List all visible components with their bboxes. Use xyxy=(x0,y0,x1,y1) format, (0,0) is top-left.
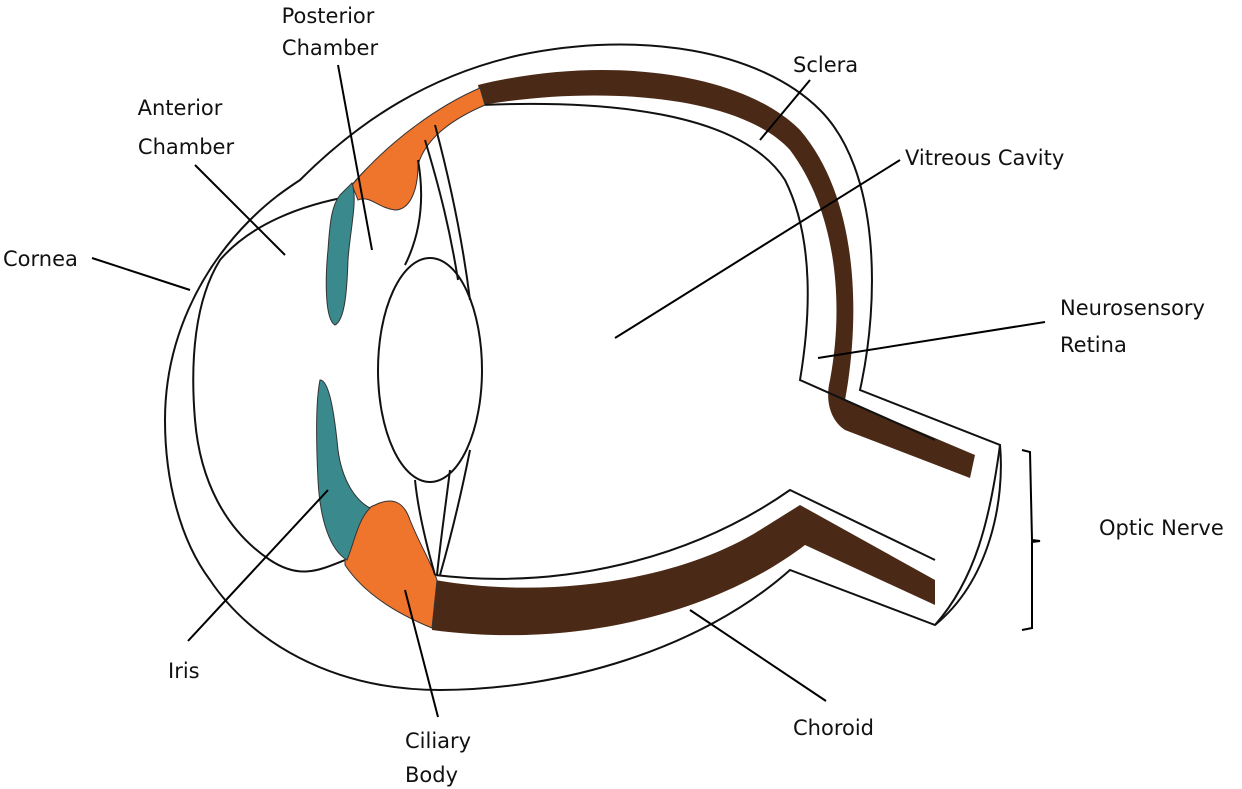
label-ciliary-body-1: Ciliary xyxy=(405,729,471,753)
retina-inner-outline xyxy=(479,102,936,441)
label-iris: Iris xyxy=(168,659,200,683)
leader-cornea xyxy=(91,257,191,291)
label-cornea: Cornea xyxy=(3,247,78,271)
label-anterior-chamber-1: Anterior xyxy=(138,96,223,120)
label-neurosensory-retina-1: Neurosensory xyxy=(1060,296,1205,320)
label-choroid: Choroid xyxy=(793,716,874,740)
iris-bottom xyxy=(316,379,371,561)
label-anterior-chamber-2: Chamber xyxy=(138,135,235,159)
ciliary-body-top xyxy=(351,87,486,211)
leader-iris xyxy=(187,489,329,642)
label-neurosensory-retina-2: Retina xyxy=(1060,333,1127,357)
leader-ciliary-body xyxy=(404,589,439,718)
lens xyxy=(377,257,483,483)
leader-sclera xyxy=(759,79,811,141)
choroid-top xyxy=(478,70,975,478)
leader-anterior-chamber xyxy=(194,164,286,256)
iris-top xyxy=(325,182,355,326)
label-posterior-chamber-1: Posterior xyxy=(282,4,375,28)
label-vitreous-cavity: Vitreous Cavity xyxy=(905,146,1064,170)
zonule-fibers-top xyxy=(404,124,471,301)
sclera-outer-outline xyxy=(163,43,1002,692)
label-sclera: Sclera xyxy=(793,53,858,77)
leader-vitreous-cavity xyxy=(614,159,901,339)
label-ciliary-body-2: Body xyxy=(405,763,458,787)
optic-nerve-end xyxy=(934,444,1001,626)
label-posterior-chamber-2: Chamber xyxy=(282,36,379,60)
cornea-inner-outline xyxy=(192,195,353,573)
leader-posterior-chamber xyxy=(337,64,373,251)
label-optic-nerve: Optic Nerve xyxy=(1099,516,1224,540)
optic-nerve-bracket xyxy=(1021,449,1041,631)
zonule-fibers-bottom xyxy=(414,449,471,576)
retina-inner-outline-bottom xyxy=(434,488,936,580)
choroid-bottom xyxy=(432,505,935,636)
leader-retina xyxy=(817,321,1046,359)
leader-choroid xyxy=(689,609,827,702)
